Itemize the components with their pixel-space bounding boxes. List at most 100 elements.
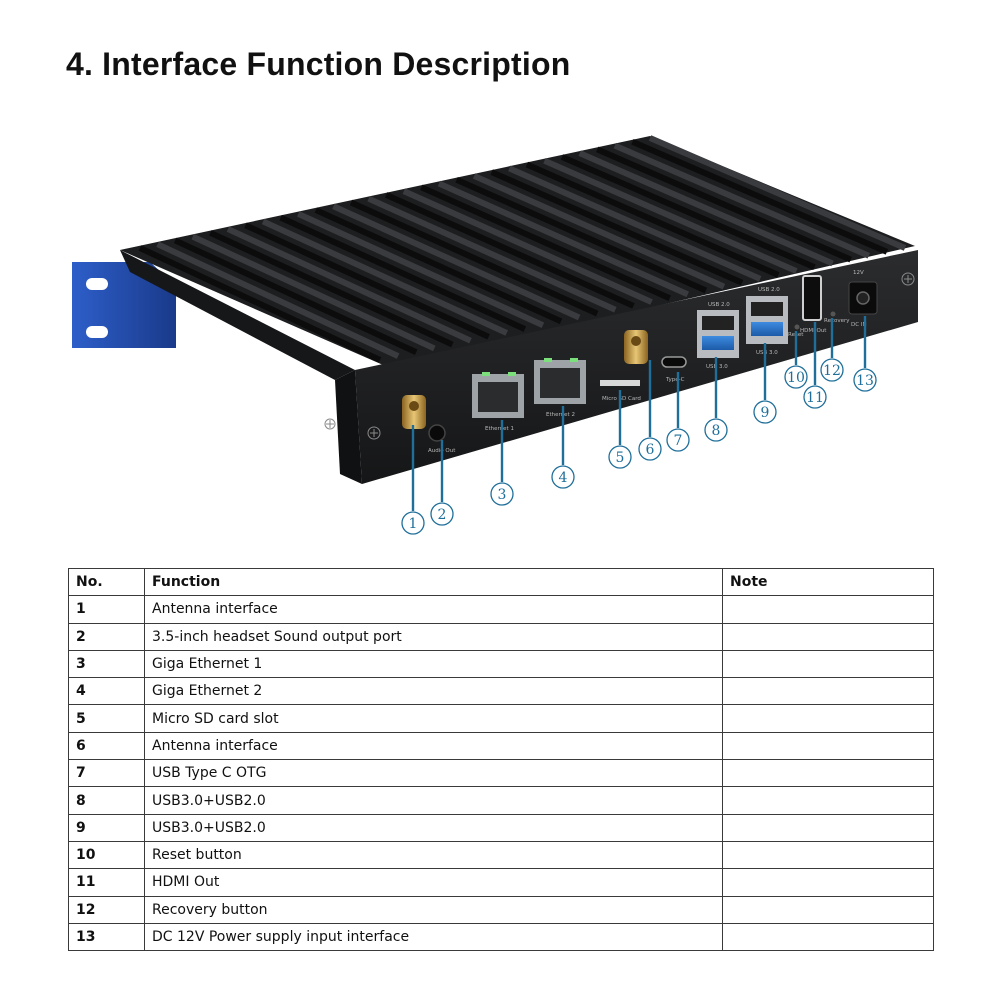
row-function: 3.5-inch headset Sound output port (144, 622, 723, 651)
svg-text:10: 10 (787, 370, 805, 386)
callout-11: 11 (803, 385, 827, 409)
micro-sd-slot-icon: Micro SD Card (600, 380, 641, 402)
svg-text:3: 3 (498, 487, 507, 503)
callout-lines (411, 316, 867, 511)
svg-text:11: 11 (806, 390, 824, 406)
usb-port-stack-2-icon: USB 2.0 USB 3.0 (746, 287, 788, 356)
row-note (722, 813, 934, 842)
svg-text:13: 13 (856, 373, 874, 389)
row-function: Antenna interface (144, 731, 723, 761)
row-note (722, 649, 934, 679)
ethernet-port-2-icon: Ethernet 2 (534, 358, 586, 418)
row-function: Reset button (144, 840, 723, 870)
callout-13: 13 (853, 368, 877, 392)
row-number: 11 (68, 868, 145, 897)
ethernet-port-1-icon: Ethernet 1 (472, 372, 524, 432)
row-number: 6 (68, 731, 145, 761)
antenna-connector-icon (402, 395, 426, 429)
row-number: 12 (68, 895, 145, 924)
row-function: USB3.0+USB2.0 (144, 786, 723, 815)
row-function: Recovery button (144, 895, 723, 924)
callout-9: 9 (753, 400, 777, 424)
svg-text:9: 9 (761, 405, 770, 421)
row-note (722, 895, 934, 924)
mounting-bracket (72, 262, 176, 348)
callout-4: 4 (551, 465, 575, 489)
svg-text:USB 2.0: USB 2.0 (708, 302, 730, 308)
svg-text:6: 6 (646, 442, 655, 458)
row-function: Giga Ethernet 2 (144, 677, 723, 706)
svg-text:4: 4 (559, 470, 568, 486)
svg-text:8: 8 (712, 423, 721, 439)
row-number: 4 (68, 677, 145, 706)
svg-text:USB 3.0: USB 3.0 (756, 350, 778, 356)
dc-power-jack-icon: 12V DC IN (848, 270, 878, 328)
row-note (722, 677, 934, 706)
row-number: 7 (68, 759, 145, 788)
callout-5: 5 (608, 445, 632, 469)
svg-text:12V: 12V (853, 270, 864, 276)
page-title: 4. Interface Function Description (66, 46, 571, 82)
svg-text:1: 1 (409, 516, 418, 532)
callout-8: 8 (704, 418, 728, 442)
usb-type-c-port-icon: Type-C (661, 356, 687, 383)
row-note (722, 840, 934, 870)
svg-text:Ethernet 1: Ethernet 1 (485, 426, 514, 432)
callout-2: 2 (430, 502, 454, 526)
svg-text:12: 12 (823, 363, 841, 379)
column-header-no: No. (68, 567, 145, 597)
callout-12: 12 (820, 358, 844, 382)
row-number: 10 (68, 840, 145, 870)
row-function: Giga Ethernet 1 (144, 649, 723, 679)
row-function: USB Type C OTG (144, 759, 723, 788)
svg-text:Type-C: Type-C (665, 377, 685, 383)
row-note (722, 922, 934, 952)
row-function: Antenna interface (144, 595, 723, 624)
svg-text:DC IN: DC IN (851, 322, 867, 328)
heatsink-fins (120, 135, 915, 368)
svg-text:Recovery: Recovery (824, 318, 850, 324)
row-note (722, 622, 934, 651)
row-function: DC 12V Power supply input interface (144, 922, 723, 952)
svg-text:HDMI Out: HDMI Out (800, 328, 827, 334)
svg-text:USB 2.0: USB 2.0 (758, 287, 780, 293)
hdmi-port-icon: HDMI Out (800, 275, 827, 334)
row-function: Micro SD card slot (144, 704, 723, 733)
row-note (722, 595, 934, 624)
row-number: 8 (68, 786, 145, 815)
callout-numbers: 1 2 3 4 5 6 7 8 9 10 11 12 13 (401, 358, 877, 535)
row-number: 1 (68, 595, 145, 624)
row-note (722, 786, 934, 815)
svg-text:Micro SD Card: Micro SD Card (602, 396, 641, 402)
svg-text:7: 7 (674, 433, 683, 449)
callout-6: 6 (638, 437, 662, 461)
column-header-function: Function (144, 567, 723, 597)
row-number: 2 (68, 622, 145, 651)
callout-3: 3 (490, 482, 514, 506)
row-number: 5 (68, 704, 145, 733)
row-number: 9 (68, 813, 145, 842)
callout-7: 7 (666, 428, 690, 452)
svg-text:Ethernet 2: Ethernet 2 (546, 412, 575, 418)
device-photo: Audio Out Ethernet 1 Ethernet 2 Micro SD… (72, 135, 918, 535)
row-number: 3 (68, 649, 145, 679)
callout-1: 1 (401, 511, 425, 535)
row-function: USB3.0+USB2.0 (144, 813, 723, 842)
row-note (722, 868, 934, 897)
column-header-note: Note (722, 567, 934, 597)
row-number: 13 (68, 922, 145, 952)
row-function: HDMI Out (144, 868, 723, 897)
